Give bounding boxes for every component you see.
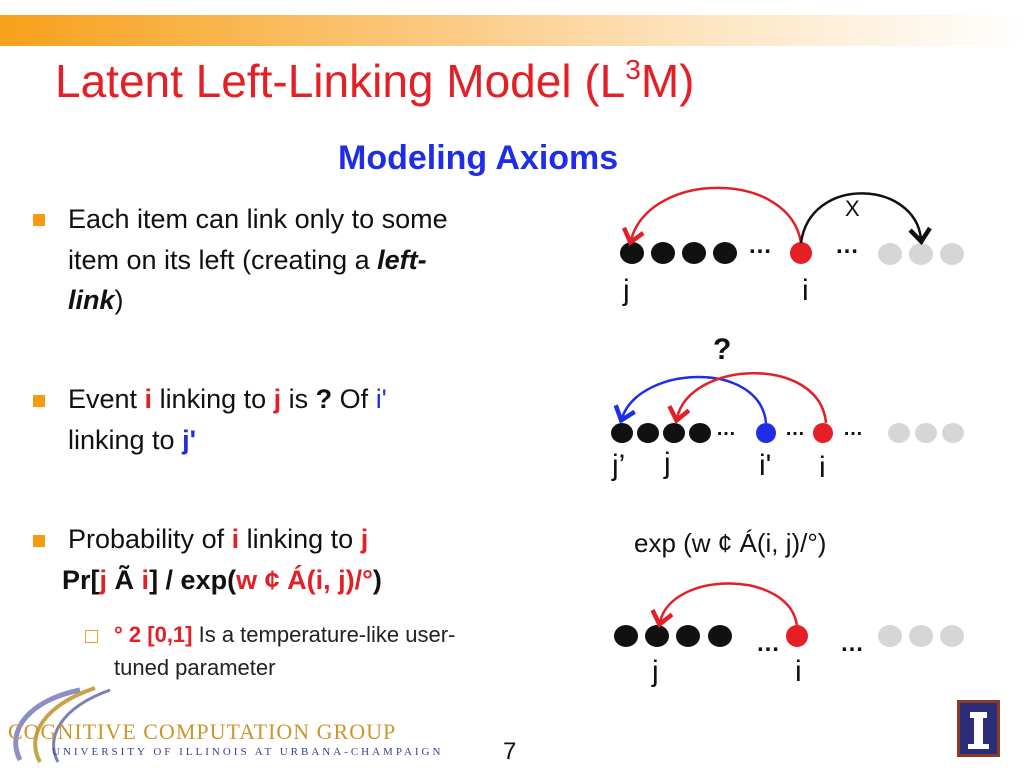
diagram-left-link [620, 186, 964, 265]
text: Event [68, 384, 145, 414]
text: linking to [152, 384, 274, 414]
title-end: M) [640, 55, 695, 107]
bullet-1-line-3: link) [68, 285, 124, 316]
formula-part: ] / exp( [149, 565, 237, 595]
formula-part: Pr[ [62, 565, 100, 595]
text: is [281, 384, 316, 414]
probability-formula: Pr[j Ã i] / exp(w ¢ Á(i, j)/°) [62, 565, 382, 596]
formula-j: j [99, 565, 108, 595]
var-i: i [144, 384, 153, 414]
text: Probability of [68, 524, 232, 554]
item-node-i [786, 625, 808, 647]
illinois-logo [957, 700, 1000, 757]
diagram-link-comparison [611, 372, 964, 443]
title-superscript: 3 [625, 54, 641, 85]
temperature-range: ° 2 [0,1] [114, 622, 193, 647]
bullet-3-line-1: Probability of i linking to j [68, 524, 368, 555]
forbidden-right-link-arrow [799, 192, 932, 246]
label-j-prime: j’ [612, 449, 626, 482]
text: Is a temperature-like user- [192, 622, 456, 647]
label-j: j [652, 655, 659, 688]
formula-score: w ¢ Á(i, j)/° [236, 565, 373, 595]
item-nodes-left [611, 423, 711, 443]
item-nodes-left [620, 242, 737, 264]
left-link-arrow [621, 186, 803, 246]
question: ? [315, 384, 333, 414]
i-link-arrow [667, 372, 828, 424]
bullet-1-line-1: Each item can link only to some [68, 204, 448, 234]
formula-i: i [141, 565, 150, 595]
label-i: i [802, 274, 809, 307]
emphasis: left- [377, 245, 427, 275]
item-nodes-left [614, 625, 732, 647]
bullet-marker [33, 395, 45, 407]
ellipsis: … [835, 232, 859, 259]
text: Of [332, 384, 376, 414]
header-gradient-bar [0, 15, 1024, 46]
left-link-arrow [650, 582, 799, 628]
label-j: j [664, 447, 671, 480]
label-i-prime: i' [759, 449, 772, 482]
var-j-prime: j' [182, 425, 196, 455]
text: linking to [68, 425, 183, 455]
item-node-i [813, 423, 833, 443]
question-mark: ? [713, 333, 732, 366]
var-j: j [360, 524, 369, 554]
var-j: j [273, 384, 282, 414]
exp-score-formula: exp (w ¢ Á(i, j)/°) [634, 528, 827, 558]
label-i: i [795, 655, 802, 688]
formula-part: Ã [107, 565, 142, 595]
item-node-i [790, 242, 812, 264]
ellipsis: … [785, 418, 805, 440]
label-j: j [623, 274, 630, 307]
ellipsis: … [840, 630, 864, 657]
item-node-i-prime [756, 423, 776, 443]
bullet-marker [33, 535, 45, 547]
text: ) [114, 285, 124, 315]
i-prime-link-arrow [613, 375, 768, 424]
emphasis: link [68, 285, 115, 315]
bullet-1-line-2: item on its left (creating a left- [68, 245, 427, 276]
ellipsis: … [756, 630, 780, 657]
sub-bullet-line-2: tuned parameter [114, 655, 276, 680]
bullet-marker [33, 214, 45, 226]
item-nodes-right [878, 625, 964, 647]
label-i: i [819, 451, 826, 484]
slide-subtitle: Modeling Axioms [338, 139, 619, 177]
cognitive-computation-group-swoosh-icon [13, 686, 111, 763]
sub-bullet-line-1: ° 2 [0,1] Is a temperature-like user- [114, 622, 455, 647]
sub-bullet-marker [85, 630, 98, 643]
ellipsis: … [843, 418, 863, 440]
slide-title: Latent Left-Linking Model (L3M) [55, 54, 695, 107]
logo-subtitle: UNIVERSITY OF ILLINOIS AT URBANA-CHAMPAI… [52, 746, 444, 758]
text: linking to [239, 524, 361, 554]
item-nodes-right [878, 243, 964, 265]
var-i: i [231, 524, 240, 554]
text: item on its left (creating a [68, 245, 378, 275]
var-i-prime: i' [375, 384, 387, 414]
formula-part: ) [372, 565, 382, 595]
item-nodes-right [888, 423, 964, 443]
ellipsis: … [716, 418, 736, 440]
title-text: Latent Left-Linking Model (L [55, 55, 626, 107]
logo-name: COGNITIVE COMPUTATION GROUP [8, 719, 397, 744]
page-number: 7 [503, 738, 517, 765]
ellipsis: … [748, 232, 772, 259]
x-mark: X [845, 196, 860, 221]
bullet-2-line-1: Event i linking to j is ? Of i' [68, 384, 387, 415]
bullet-2-line-2: linking to j' [68, 425, 196, 456]
diagram-probability-link [614, 582, 964, 647]
